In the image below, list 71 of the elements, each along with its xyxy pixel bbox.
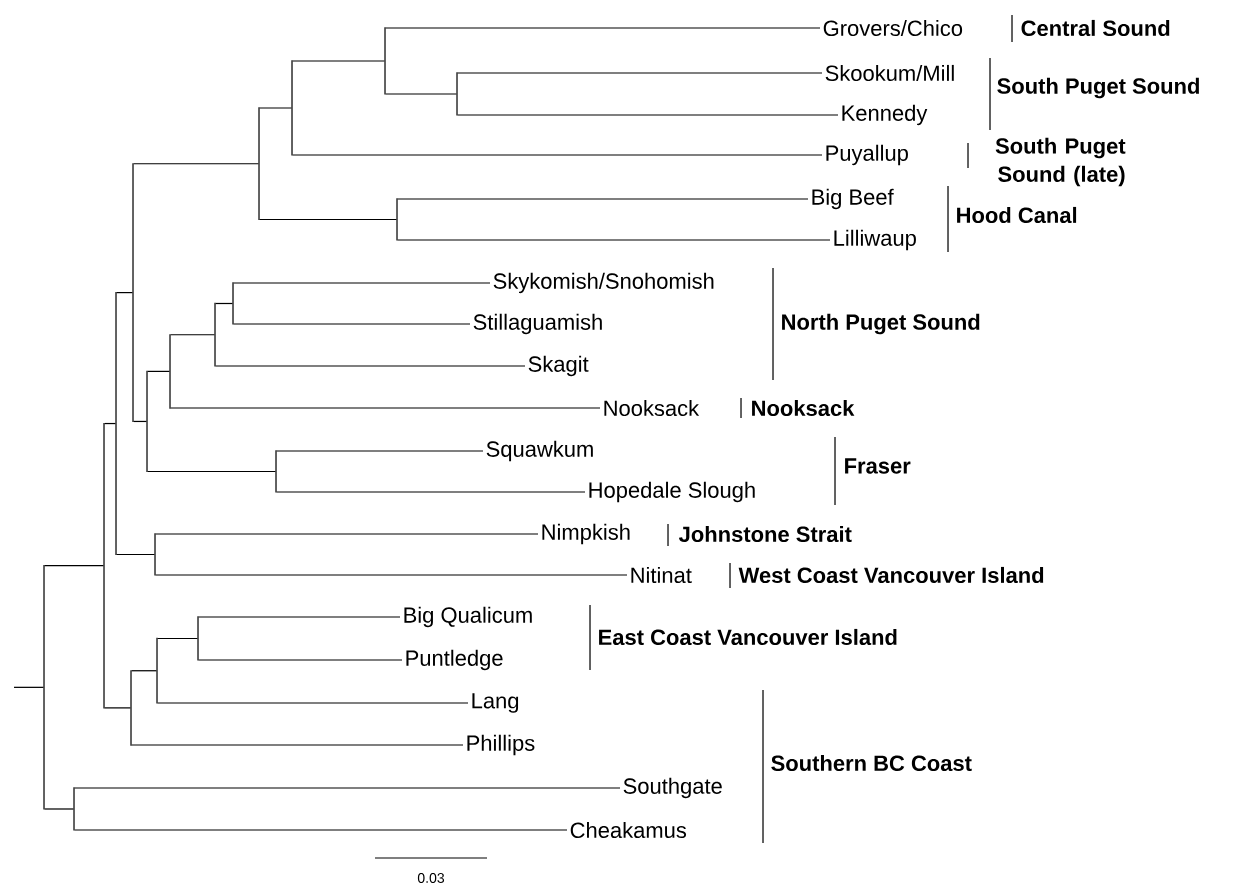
leaf-label: Puyallup [826,144,908,166]
tree-branch [116,292,133,294]
leaf-label: Big Beef [812,188,894,210]
group-label: Nooksack [752,399,855,417]
tree-branch [457,72,823,74]
leaf-label: Southgate [623,777,722,799]
tree-branch [385,27,821,29]
tree-branch [457,114,839,116]
leaf-label: Skykomish/Snohomish [493,272,714,294]
group-label: East Coast Vancouver Island [599,628,897,646]
group-label: South Puget Sound [997,77,1199,99]
tree-branch [157,702,469,704]
leaf-label: Puntledge [406,649,503,671]
tree-branch [104,422,116,425]
tree-branch [155,574,628,576]
tree-branch [133,420,147,423]
leaf-label: Nooksack [604,399,700,417]
tree-branch [233,323,471,325]
tree-branch [155,533,539,535]
tree-branch [259,107,292,109]
group-label: South Puget Sound (late) [995,137,1126,187]
scale-label: 0.03 [417,873,445,883]
leaf-label: Kennedy [842,104,928,126]
tree-branch [276,491,586,493]
tree-branch [131,744,464,746]
tree-branch [292,60,385,62]
leaf-label: Cheakamus [570,821,687,839]
tree-branch [215,302,233,305]
tree-branch [198,659,403,661]
tree-branch [147,370,170,372]
tree-branch [170,334,215,336]
tree-branch [116,553,155,556]
leaf-label: Stillaguamish [473,313,602,335]
tree-branch [157,637,198,640]
tree-branch [74,829,568,831]
tree-branch [13,686,44,688]
tree-branch [233,282,491,284]
leaf-label: Squawkum [486,440,593,462]
tree-branch [292,154,823,156]
tree-branch [385,93,457,95]
tree-branch [397,239,831,241]
tree-branch [259,218,397,221]
tree-branch [74,787,621,789]
leaf-label: Nimpkish [542,523,630,545]
leaf-label: Phillips [467,734,535,756]
leaf-label: Lang [472,693,519,713]
tree-branch [131,670,157,672]
group-label: Southern BC Coast [771,754,972,772]
tree-branch [198,616,401,618]
leaf-label: Grovers/Chico [823,19,963,37]
tree-branch [170,407,601,409]
leaf-label: Hopedale Slough [589,481,755,503]
tree-branch [133,163,259,165]
tree-branch [276,450,484,452]
tree-branch [44,808,74,810]
leaf-label: Skagit [528,355,589,377]
group-label: West Coast Vancouver Island [738,566,1044,584]
tree-branch [104,707,131,709]
group-label: Hood Canal [957,206,1077,224]
tree-branch [44,565,104,567]
leaf-label: Lilliwaup [834,229,916,251]
group-label: Johnstone Strait [678,525,852,543]
group-label: North Puget Sound [782,313,980,335]
group-label: Central Sound [1021,19,1170,37]
tree-branch [147,470,276,473]
leaf-label: Skookum/Mill [825,64,954,82]
leaf-label: Nitinat [631,566,692,584]
tree-branch [215,365,526,367]
leaf-label: Big Qualicum [404,606,532,628]
group-label: Fraser [845,458,911,474]
tree-branch [397,198,809,200]
